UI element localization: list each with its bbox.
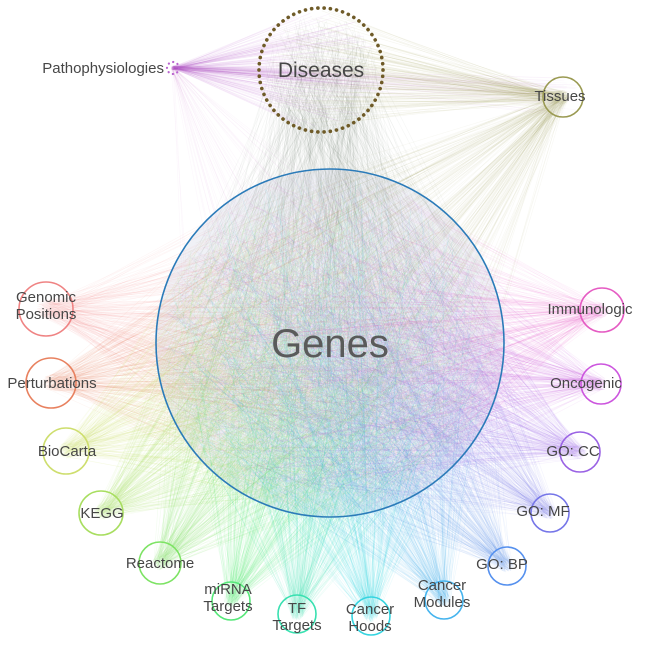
edge-bundle-immunologic-genes <box>166 186 610 511</box>
node-layer <box>18 6 625 636</box>
edge-bundle-pathophysiologies-genes <box>171 65 480 508</box>
node-kegg[interactable] <box>78 490 124 536</box>
edge-layer <box>36 10 610 623</box>
node-label-biocarta: BioCarta <box>38 443 97 460</box>
node-label-kegg: KEGG <box>80 505 123 522</box>
node-label-cancer-modules: Cancer <box>418 577 466 594</box>
node-label-diseases: Diseases <box>278 59 364 82</box>
edge-bundle-oncogenic-genes <box>167 179 608 505</box>
node-mirna-targets[interactable] <box>211 581 251 621</box>
edge-bundle-go-bp-genes <box>165 184 514 573</box>
genes-label: Genes <box>271 322 389 366</box>
edge-bundle-mirna-targets-genes <box>173 177 491 608</box>
edge-bundle-cancer-modules-genes <box>163 178 496 607</box>
edge-bundle-tissues-diseases <box>265 10 570 127</box>
edge-bundle-cancer-hoods-genes <box>166 180 498 623</box>
edge-bundle-perturbations-genes <box>42 183 491 511</box>
edge-bundle-diseases-genes <box>160 17 497 512</box>
edge-bundle-pathophysiologies-diseases <box>171 12 381 127</box>
node-diseases[interactable] <box>257 6 385 134</box>
node-go-mf[interactable] <box>530 493 570 533</box>
node-pathophysiologies[interactable] <box>165 60 181 76</box>
node-label-perturbations: Perturbations <box>7 375 96 392</box>
node-perturbations[interactable] <box>25 357 77 409</box>
base-layer <box>156 169 504 517</box>
node-biocarta[interactable] <box>42 427 90 475</box>
edge-bundle-tissues-genes <box>171 89 570 511</box>
node-tissues[interactable] <box>542 76 584 118</box>
node-go-cc[interactable] <box>559 431 601 473</box>
label-layer: Genes Diseases PathophysiologiesTissuesGen… <box>7 59 633 635</box>
node-go-bp[interactable] <box>487 546 527 586</box>
edge-bundle-go-cc-genes <box>161 180 588 508</box>
node-label-oncogenic: Oncogenic <box>550 375 622 392</box>
node-reactome[interactable] <box>138 541 182 585</box>
node-label-mirna-targets: Targets <box>203 598 252 615</box>
node-immunologic[interactable] <box>579 287 625 333</box>
node-genomic-positions[interactable] <box>18 281 74 337</box>
node-label-go-cc: GO: CC <box>546 443 600 460</box>
node-label-genomic-positions: Positions <box>16 306 77 323</box>
edge-bundle-kegg-genes <box>93 178 496 521</box>
node-label-tissues: Tissues <box>534 88 585 105</box>
edge-bundle-go-mf-genes <box>164 176 557 520</box>
node-label-immunologic: Immunologic <box>547 301 633 318</box>
node-cancer-modules[interactable] <box>424 580 464 620</box>
edge-bundle-pathophysiologies-tissues <box>171 65 579 117</box>
node-label-cancer-hoods: Hoods <box>348 618 391 635</box>
node-tf-targets[interactable] <box>277 594 317 634</box>
genes-circle-fill <box>156 169 504 517</box>
edge-bundle-biocarta-genes <box>58 178 491 511</box>
edge-bundle-reactome-genes <box>152 177 496 571</box>
node-cancer-hoods[interactable] <box>351 596 391 636</box>
edge-bundle-tf-targets-genes <box>171 181 496 621</box>
node-oncogenic[interactable] <box>580 363 622 405</box>
node-label-mirna-targets: miRNA <box>204 581 252 598</box>
node-label-genomic-positions: Genomic <box>16 289 77 306</box>
node-label-tf-targets: Targets <box>272 617 321 634</box>
node-label-go-mf: GO: MF <box>516 503 569 520</box>
edge-bundle-genomic-positions-genes <box>36 176 490 494</box>
node-label-go-bp: GO: BP <box>476 556 528 573</box>
node-genes[interactable] <box>155 168 505 518</box>
node-label-cancer-modules: Modules <box>414 594 471 611</box>
node-label-pathophysiologies: Pathophysiologies <box>42 60 164 77</box>
node-label-reactome: Reactome <box>126 555 194 572</box>
node-label-cancer-hoods: Cancer <box>346 601 394 618</box>
node-label-tf-targets: TF <box>288 600 306 617</box>
